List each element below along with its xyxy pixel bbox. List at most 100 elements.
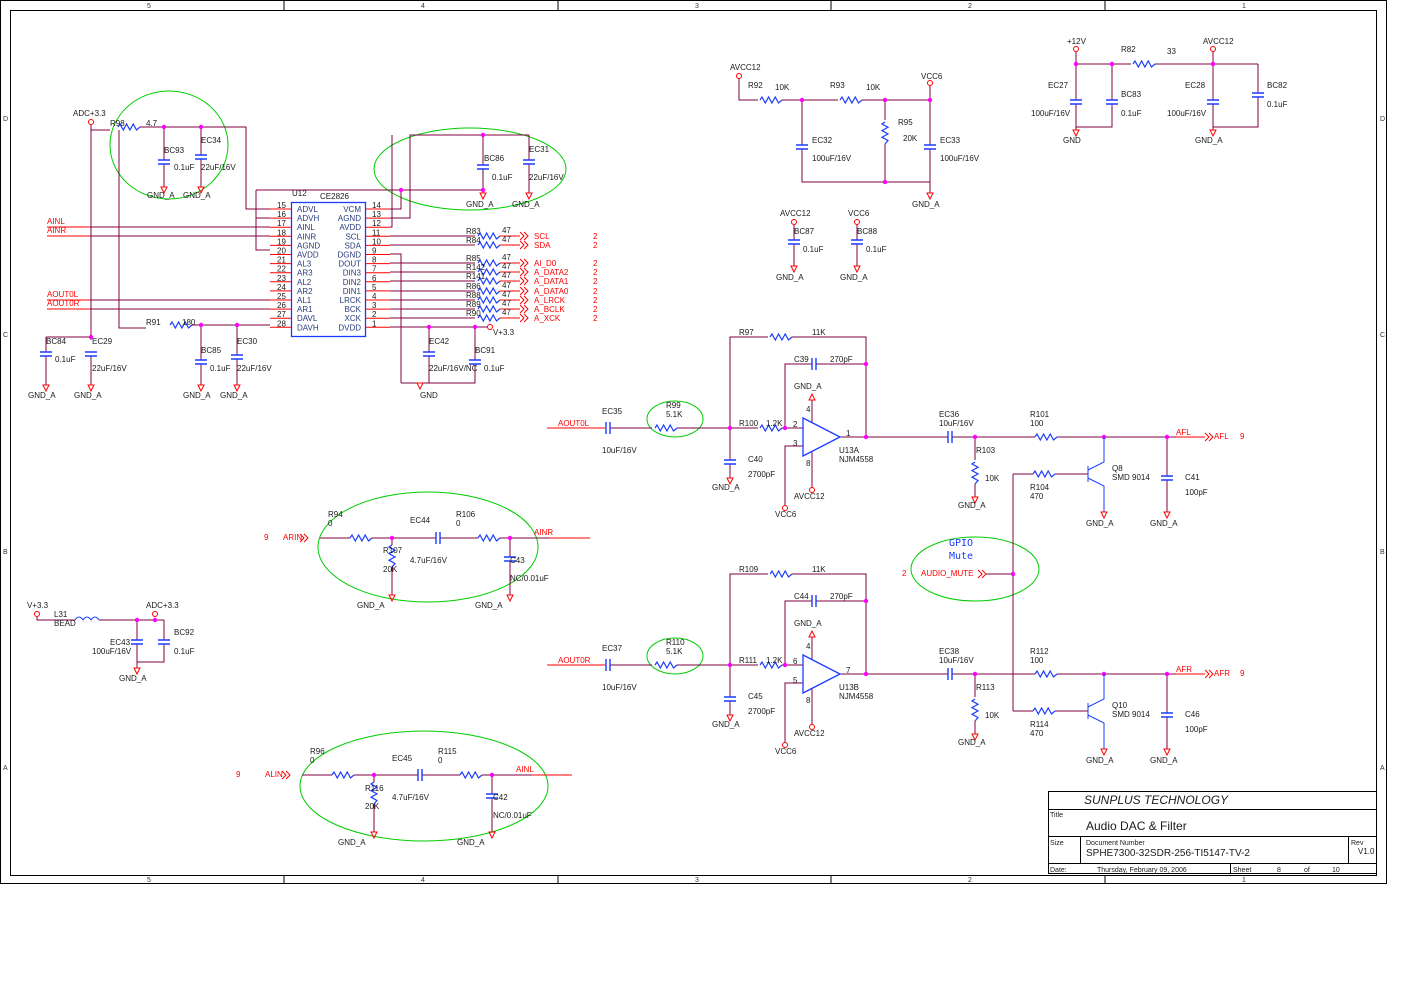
junction-dot xyxy=(480,132,486,138)
component-label: AINL xyxy=(516,765,534,774)
resistor-ref: R90 xyxy=(466,309,481,318)
component-label: 6 xyxy=(793,657,798,666)
component-label: AVCC12 xyxy=(794,729,825,738)
title-label: Title xyxy=(1050,812,1063,819)
sheet-ref: 2 xyxy=(593,259,598,268)
resistor-symbol xyxy=(169,320,193,330)
capacitor-symbol xyxy=(523,159,535,165)
sheet-ref: 2 xyxy=(593,287,598,296)
pin-name: AVDD xyxy=(339,223,361,232)
component-label: 9 xyxy=(236,770,241,779)
ic-ref: U12 xyxy=(292,189,307,198)
component-label: NC/0.01uF xyxy=(493,811,532,820)
wire xyxy=(390,253,402,383)
pin-name: DIN3 xyxy=(343,269,362,278)
component-label: GND_A xyxy=(958,501,986,510)
ground-symbol xyxy=(1100,511,1108,520)
resistor-symbol xyxy=(477,295,501,305)
pin-name: AR3 xyxy=(297,269,313,278)
resistor-ref: R142 xyxy=(466,263,486,272)
component-label: U13B xyxy=(839,683,859,692)
company-name: SUNPLUS TECHNOLOGY xyxy=(1084,793,1229,807)
power-port-symbol xyxy=(791,219,797,225)
capacitor-symbol xyxy=(1106,99,1118,105)
resistor-ref: R141 xyxy=(466,272,486,281)
rev-label: Rev xyxy=(1351,840,1364,847)
component-label: BC83 xyxy=(1121,90,1142,99)
component-label: EC32 xyxy=(812,136,833,145)
junction-dot xyxy=(234,322,240,328)
component-label: 270pF xyxy=(830,355,853,364)
component-label: R103 xyxy=(976,446,996,455)
of-label: of xyxy=(1304,867,1310,874)
ground-symbol xyxy=(790,265,798,274)
pin-name: LRCK xyxy=(340,296,362,305)
junction-dot xyxy=(398,187,404,193)
resistor-value: 47 xyxy=(502,271,511,280)
resistor-ref: R86 xyxy=(466,282,481,291)
component-label: C40 xyxy=(748,455,763,464)
ground-symbol xyxy=(197,186,205,195)
component-label: 22uF/16V xyxy=(237,364,272,373)
component-label: R96 xyxy=(310,747,325,756)
component-label: BC87 xyxy=(794,227,815,236)
component-label: 100uF/16V xyxy=(940,154,980,163)
wire xyxy=(784,682,803,742)
component-label: EC37 xyxy=(602,644,623,653)
wire xyxy=(140,126,270,210)
ground-symbol xyxy=(971,496,979,505)
junction-dot xyxy=(727,662,733,668)
power-port-symbol xyxy=(782,505,788,511)
junction-dot xyxy=(882,179,888,185)
wire xyxy=(729,573,768,665)
component-label: EC42 xyxy=(429,337,450,346)
component-label: EC45 xyxy=(392,754,413,763)
junction-dot xyxy=(863,434,869,440)
junction-dot xyxy=(198,124,204,130)
wire xyxy=(390,190,402,210)
ruler-column: 1 xyxy=(1242,3,1246,10)
component-label: 0.1uF xyxy=(55,355,76,364)
pin-name: DAVH xyxy=(297,323,319,332)
component-label: R100 xyxy=(739,419,759,428)
pin-number: 1 xyxy=(372,319,377,328)
offpage-connector-icon xyxy=(519,240,529,250)
wire xyxy=(792,336,867,437)
capacitor-symbol xyxy=(158,639,170,645)
junction-dot xyxy=(480,187,486,193)
wire xyxy=(729,336,768,428)
component-label: 3 xyxy=(793,439,798,448)
resistor-symbol xyxy=(970,698,980,722)
pin-name: AR2 xyxy=(297,287,313,296)
pin-name: DAVL xyxy=(297,314,318,323)
resistor-value: 47 xyxy=(502,299,511,308)
pin-number: 14 xyxy=(372,201,381,210)
date-label: Date: xyxy=(1050,867,1067,874)
resistor-value: 47 xyxy=(502,235,511,244)
component-label: ADC+3.3 xyxy=(73,109,106,118)
component-label: 100pF xyxy=(1185,488,1208,497)
pin-number: 18 xyxy=(277,228,286,237)
component-label: L31 xyxy=(54,610,68,619)
junction-dot xyxy=(727,425,733,431)
power-port-symbol xyxy=(34,611,40,617)
capacitor-symbol xyxy=(724,459,736,465)
component-label: ARIN xyxy=(283,533,302,542)
resistor-symbol xyxy=(759,660,783,670)
component-label: EC35 xyxy=(602,407,623,416)
component-label: 0 xyxy=(310,756,315,765)
title-block: SUNPLUS TECHNOLOGY Title Audio DAC & Fil… xyxy=(1048,791,1377,874)
resistor-symbol xyxy=(477,240,501,250)
resistor-symbol xyxy=(1034,432,1058,442)
capacitor-symbol xyxy=(486,793,498,799)
component-label: AOUT0R xyxy=(47,299,80,308)
component-label: 4.7uF/16V xyxy=(410,556,448,565)
component-label: AFL xyxy=(1214,432,1229,441)
component-label: C45 xyxy=(748,692,763,701)
ground-symbol xyxy=(971,733,979,742)
junction-dot xyxy=(1210,61,1216,67)
component-label: 8 xyxy=(806,696,811,705)
junction-dot xyxy=(1164,671,1170,677)
component-label: 470 xyxy=(1030,492,1044,501)
pin-number: 10 xyxy=(372,237,381,246)
